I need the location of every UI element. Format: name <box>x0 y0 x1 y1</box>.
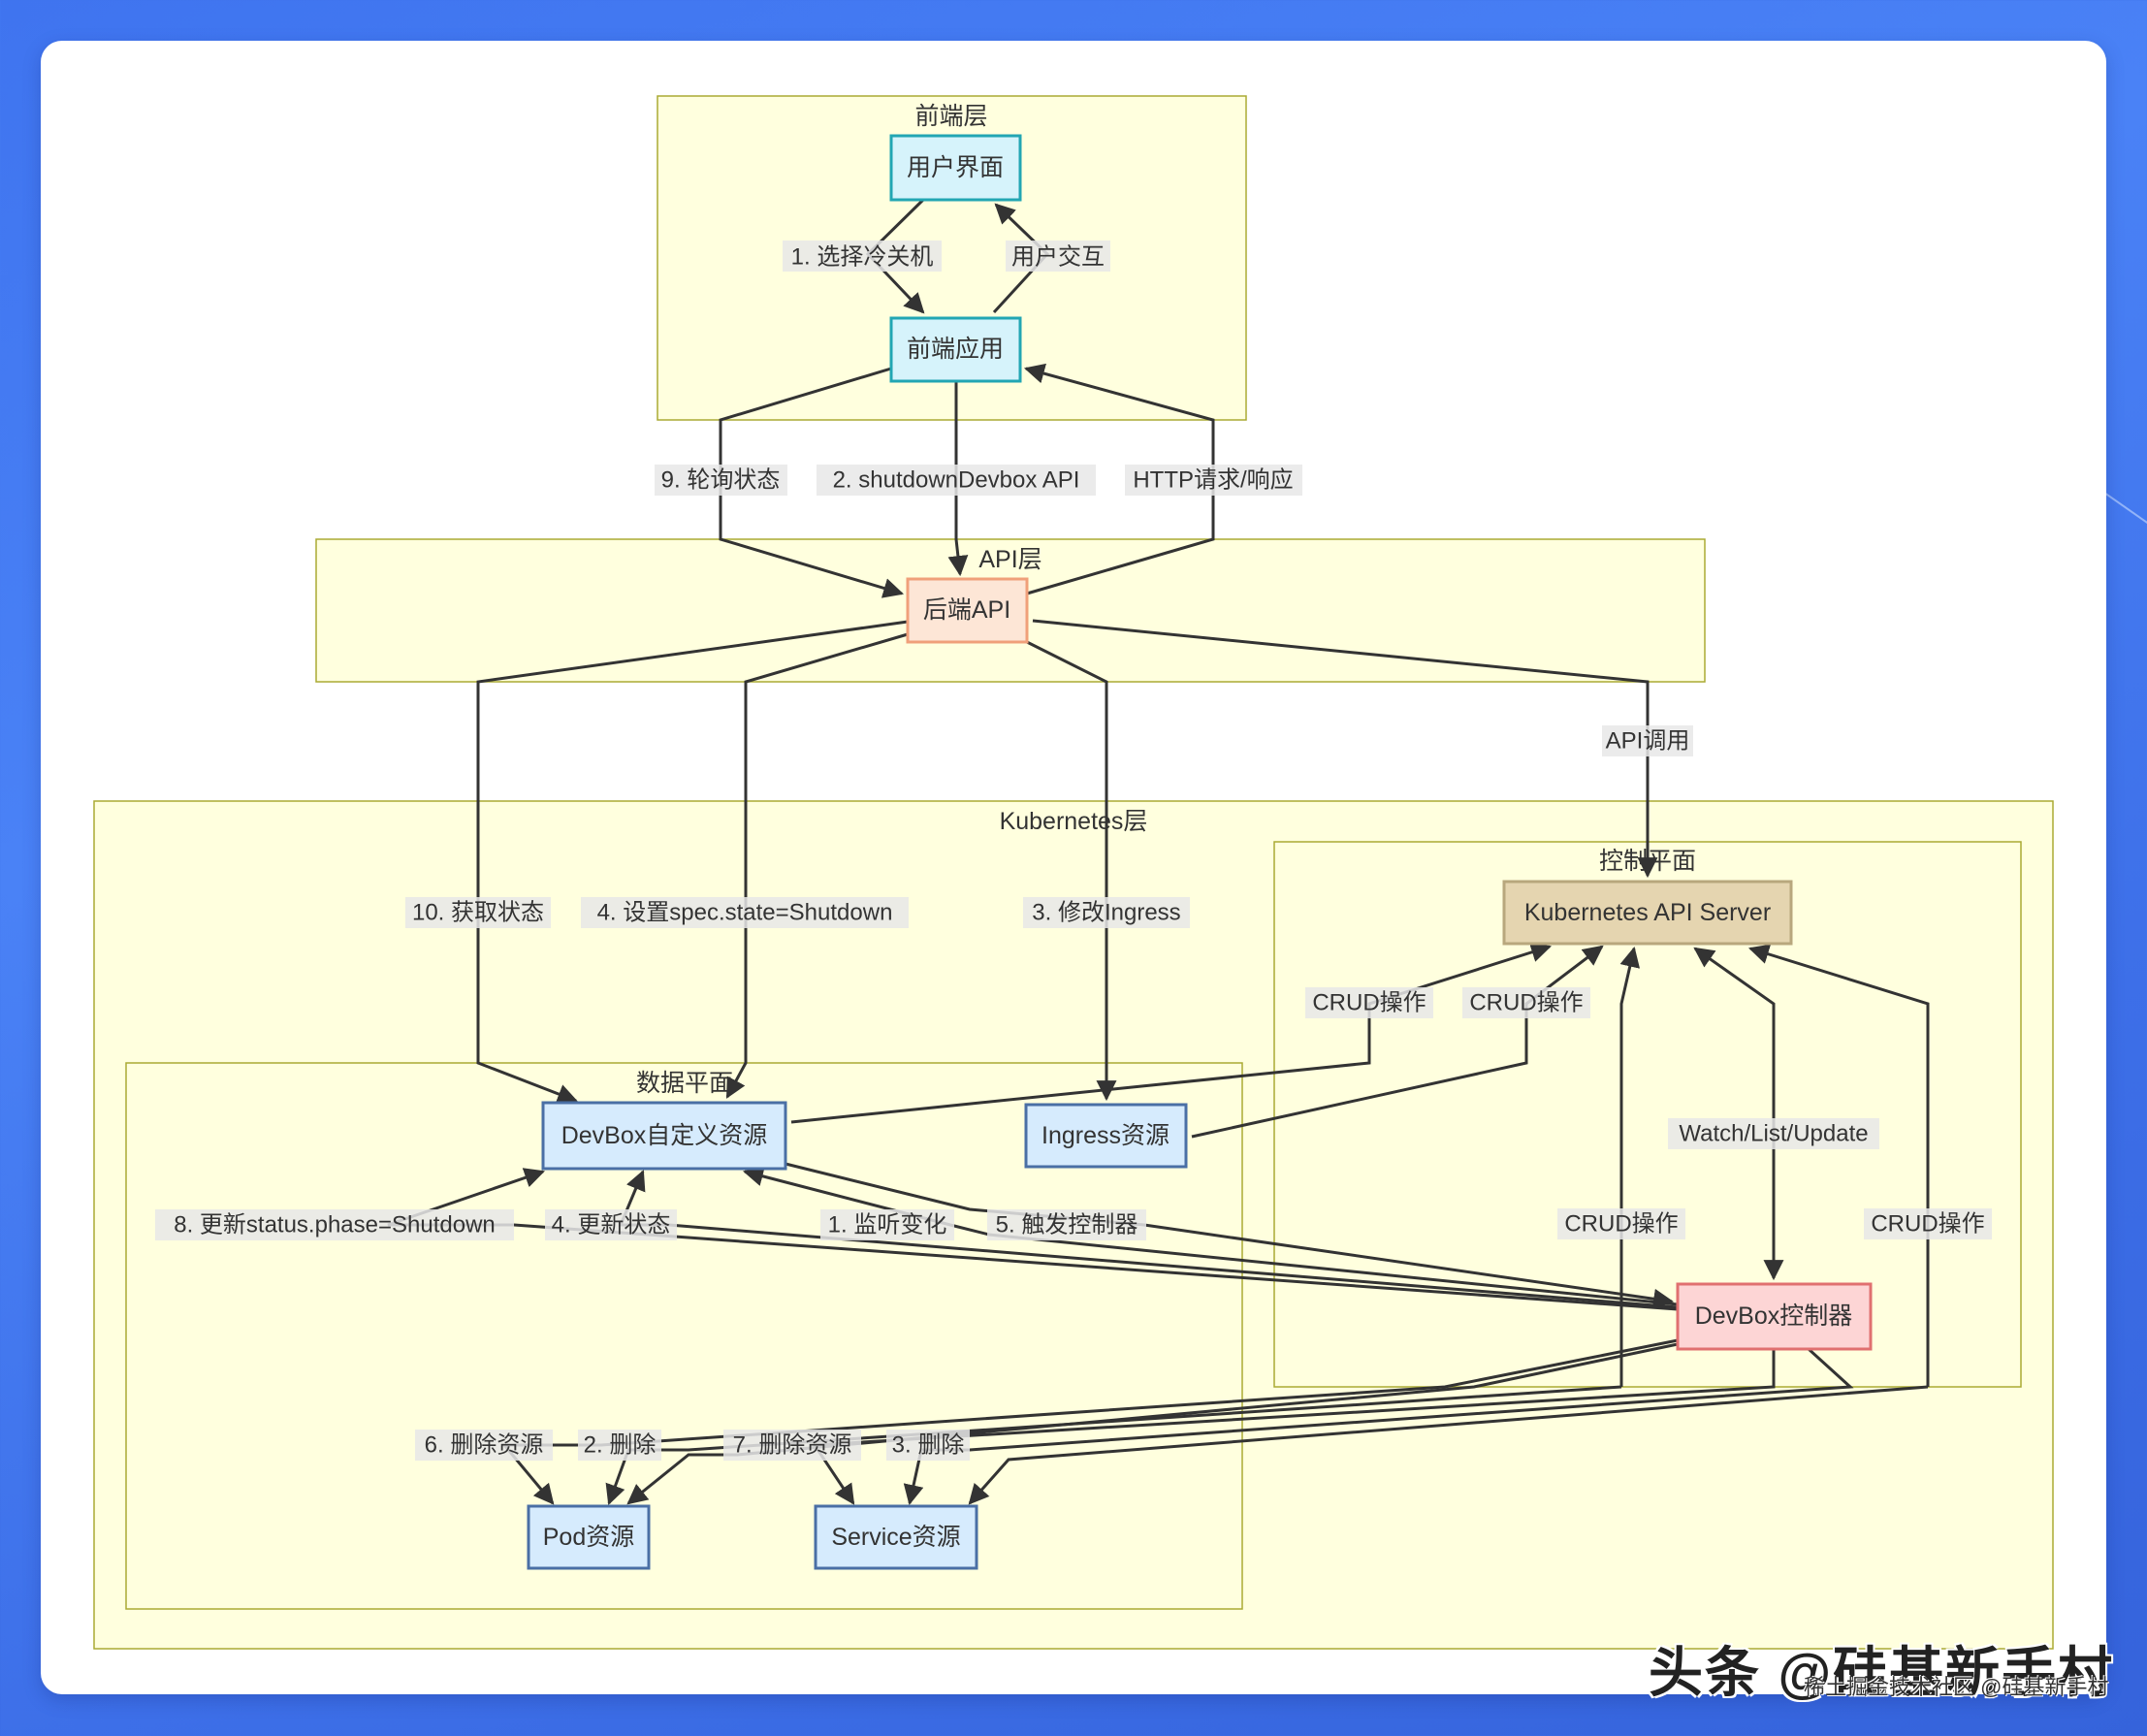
svg-text:2. shutdownDevbox API: 2. shutdownDevbox API <box>833 467 1080 494</box>
edge-modify-ingress <box>1026 640 1117 1102</box>
svg-text:Service资源: Service资源 <box>831 1524 960 1551</box>
edge-crud-3 <box>1619 946 1641 1387</box>
edge-get-status <box>476 620 909 1104</box>
edge-crud-4 <box>1747 944 1930 1387</box>
edge-label-set-spec-state: 4. 设置spec.state=Shutdown <box>581 897 909 928</box>
svg-text:1. 监听变化: 1. 监听变化 <box>828 1212 947 1238</box>
edge-label-modify-ingress: 3. 修改Ingress <box>1023 897 1190 928</box>
edge-label-watch-changes: 1. 监听变化 <box>820 1209 954 1240</box>
svg-text:CRUD操作: CRUD操作 <box>1564 1211 1678 1238</box>
edge-label-crud-4: CRUD操作 <box>1864 1208 1992 1239</box>
cluster-title-data-plane: 数据平面 <box>636 1070 733 1097</box>
edge-label-shutdown-api: 2. shutdownDevbox API <box>817 465 1096 496</box>
svg-text:Watch/List/Update: Watch/List/Update <box>1679 1121 1868 1147</box>
cluster-title-frontend: 前端层 <box>914 103 987 130</box>
svg-text:用户交互: 用户交互 <box>1011 244 1105 271</box>
svg-text:1. 选择冷关机: 1. 选择冷关机 <box>791 244 934 271</box>
edge-label-poll-status: 9. 轮询状态 <box>655 465 787 496</box>
svg-text:3. 修改Ingress: 3. 修改Ingress <box>1032 900 1180 926</box>
edge-watch-changes <box>742 1166 1679 1306</box>
node-user-ui[interactable]: 用户界面 <box>889 134 1022 202</box>
node-ingress[interactable]: Ingress资源 <box>1024 1103 1188 1169</box>
node-pod[interactable]: Pod资源 <box>527 1504 651 1570</box>
svg-text:DevBox自定义资源: DevBox自定义资源 <box>561 1122 768 1149</box>
edge-label-crud-1: CRUD操作 <box>1305 987 1433 1018</box>
cluster-title-kubernetes: Kubernetes层 <box>1000 808 1148 835</box>
edge-crud-1 <box>790 942 1553 1124</box>
edge-label-crud-2: CRUD操作 <box>1462 987 1590 1018</box>
edge-label-watch-list-update: Watch/List/Update <box>1668 1118 1879 1149</box>
edge-label-user-interaction: 用户交互 <box>1006 241 1110 272</box>
node-frontend-app[interactable]: 前端应用 <box>889 316 1022 383</box>
svg-text:DevBox控制器: DevBox控制器 <box>1695 1302 1853 1330</box>
svg-text:CRUD操作: CRUD操作 <box>1469 990 1583 1016</box>
node-backend-api[interactable]: 后端API <box>906 577 1029 644</box>
svg-text:2. 删除: 2. 删除 <box>584 1432 657 1459</box>
svg-text:Ingress资源: Ingress资源 <box>1041 1122 1170 1149</box>
cluster-title-api: API层 <box>978 546 1041 573</box>
edge-labels: 1. 选择冷关机 用户交互 9. 轮询状态 2. shutdownDevbox … <box>155 241 1992 1461</box>
svg-text:9. 轮询状态: 9. 轮询状态 <box>661 467 781 494</box>
node-service[interactable]: Service资源 <box>814 1504 978 1570</box>
node-k8s-api-server[interactable]: Kubernetes API Server <box>1502 880 1793 946</box>
edge-label-get-status: 10. 获取状态 <box>405 897 551 928</box>
svg-text:10. 获取状态: 10. 获取状态 <box>412 900 544 926</box>
svg-text:后端API: 后端API <box>923 596 1010 624</box>
svg-text:6. 删除资源: 6. 删除资源 <box>425 1432 544 1459</box>
svg-text:4. 更新状态: 4. 更新状态 <box>552 1212 671 1238</box>
svg-text:3. 删除: 3. 删除 <box>892 1432 965 1459</box>
edge-label-http-req-resp: HTTP请求/响应 <box>1125 465 1302 496</box>
svg-text:用户界面: 用户界面 <box>907 154 1004 181</box>
svg-text:5. 触发控制器: 5. 触发控制器 <box>996 1212 1138 1238</box>
svg-text:8. 更新status.phase=Shutdown: 8. 更新status.phase=Shutdown <box>174 1212 496 1238</box>
edge-label-delete-3: 3. 删除 <box>886 1430 970 1461</box>
svg-text:CRUD操作: CRUD操作 <box>1312 990 1426 1016</box>
edge-api-call <box>1032 619 1658 879</box>
edge-label-delete-2: 2. 删除 <box>578 1430 661 1461</box>
svg-text:前端应用: 前端应用 <box>907 336 1004 363</box>
node-devbox-cr[interactable]: DevBox自定义资源 <box>541 1101 787 1171</box>
svg-text:CRUD操作: CRUD操作 <box>1871 1211 1984 1238</box>
svg-text:Pod资源: Pod资源 <box>543 1524 634 1551</box>
edge-label-api-call: API调用 <box>1602 725 1693 756</box>
node-devbox-controller[interactable]: DevBox控制器 <box>1676 1282 1873 1351</box>
edge-watch-list-update <box>1693 947 1784 1281</box>
edge-label-crud-3: CRUD操作 <box>1557 1208 1685 1239</box>
edge-delete-resources-7 <box>812 1349 1776 1505</box>
svg-text:HTTP请求/响应: HTTP请求/响应 <box>1133 467 1293 494</box>
svg-text:4. 设置spec.state=Shutdown: 4. 设置spec.state=Shutdown <box>597 900 893 926</box>
watermark-sub: 稀土掘金技术社区 @硅基新手村 <box>1804 1675 2109 1699</box>
edge-shutdown-api <box>947 381 969 577</box>
edge-label-delete-resources-7: 7. 删除资源 <box>723 1430 861 1461</box>
edge-label-trigger-controller: 5. 触发控制器 <box>987 1209 1146 1240</box>
edge-label-update-phase: 8. 更新status.phase=Shutdown <box>155 1209 514 1240</box>
watermark: 头条 @硅基新手村 <box>1649 1642 2115 1703</box>
edge-label-update-status: 4. 更新状态 <box>545 1209 677 1240</box>
edge-label-delete-resources-6: 6. 删除资源 <box>415 1430 553 1461</box>
svg-text:API调用: API调用 <box>1606 728 1690 755</box>
edge-set-spec-state <box>725 632 909 1099</box>
edge-label-select-cold-shutdown: 1. 选择冷关机 <box>783 241 942 272</box>
edge-crud-2 <box>1191 945 1604 1139</box>
edge-delete-service <box>968 1385 1929 1505</box>
svg-text:7. 删除资源: 7. 删除资源 <box>733 1432 852 1459</box>
svg-text:Kubernetes API Server: Kubernetes API Server <box>1524 899 1771 926</box>
